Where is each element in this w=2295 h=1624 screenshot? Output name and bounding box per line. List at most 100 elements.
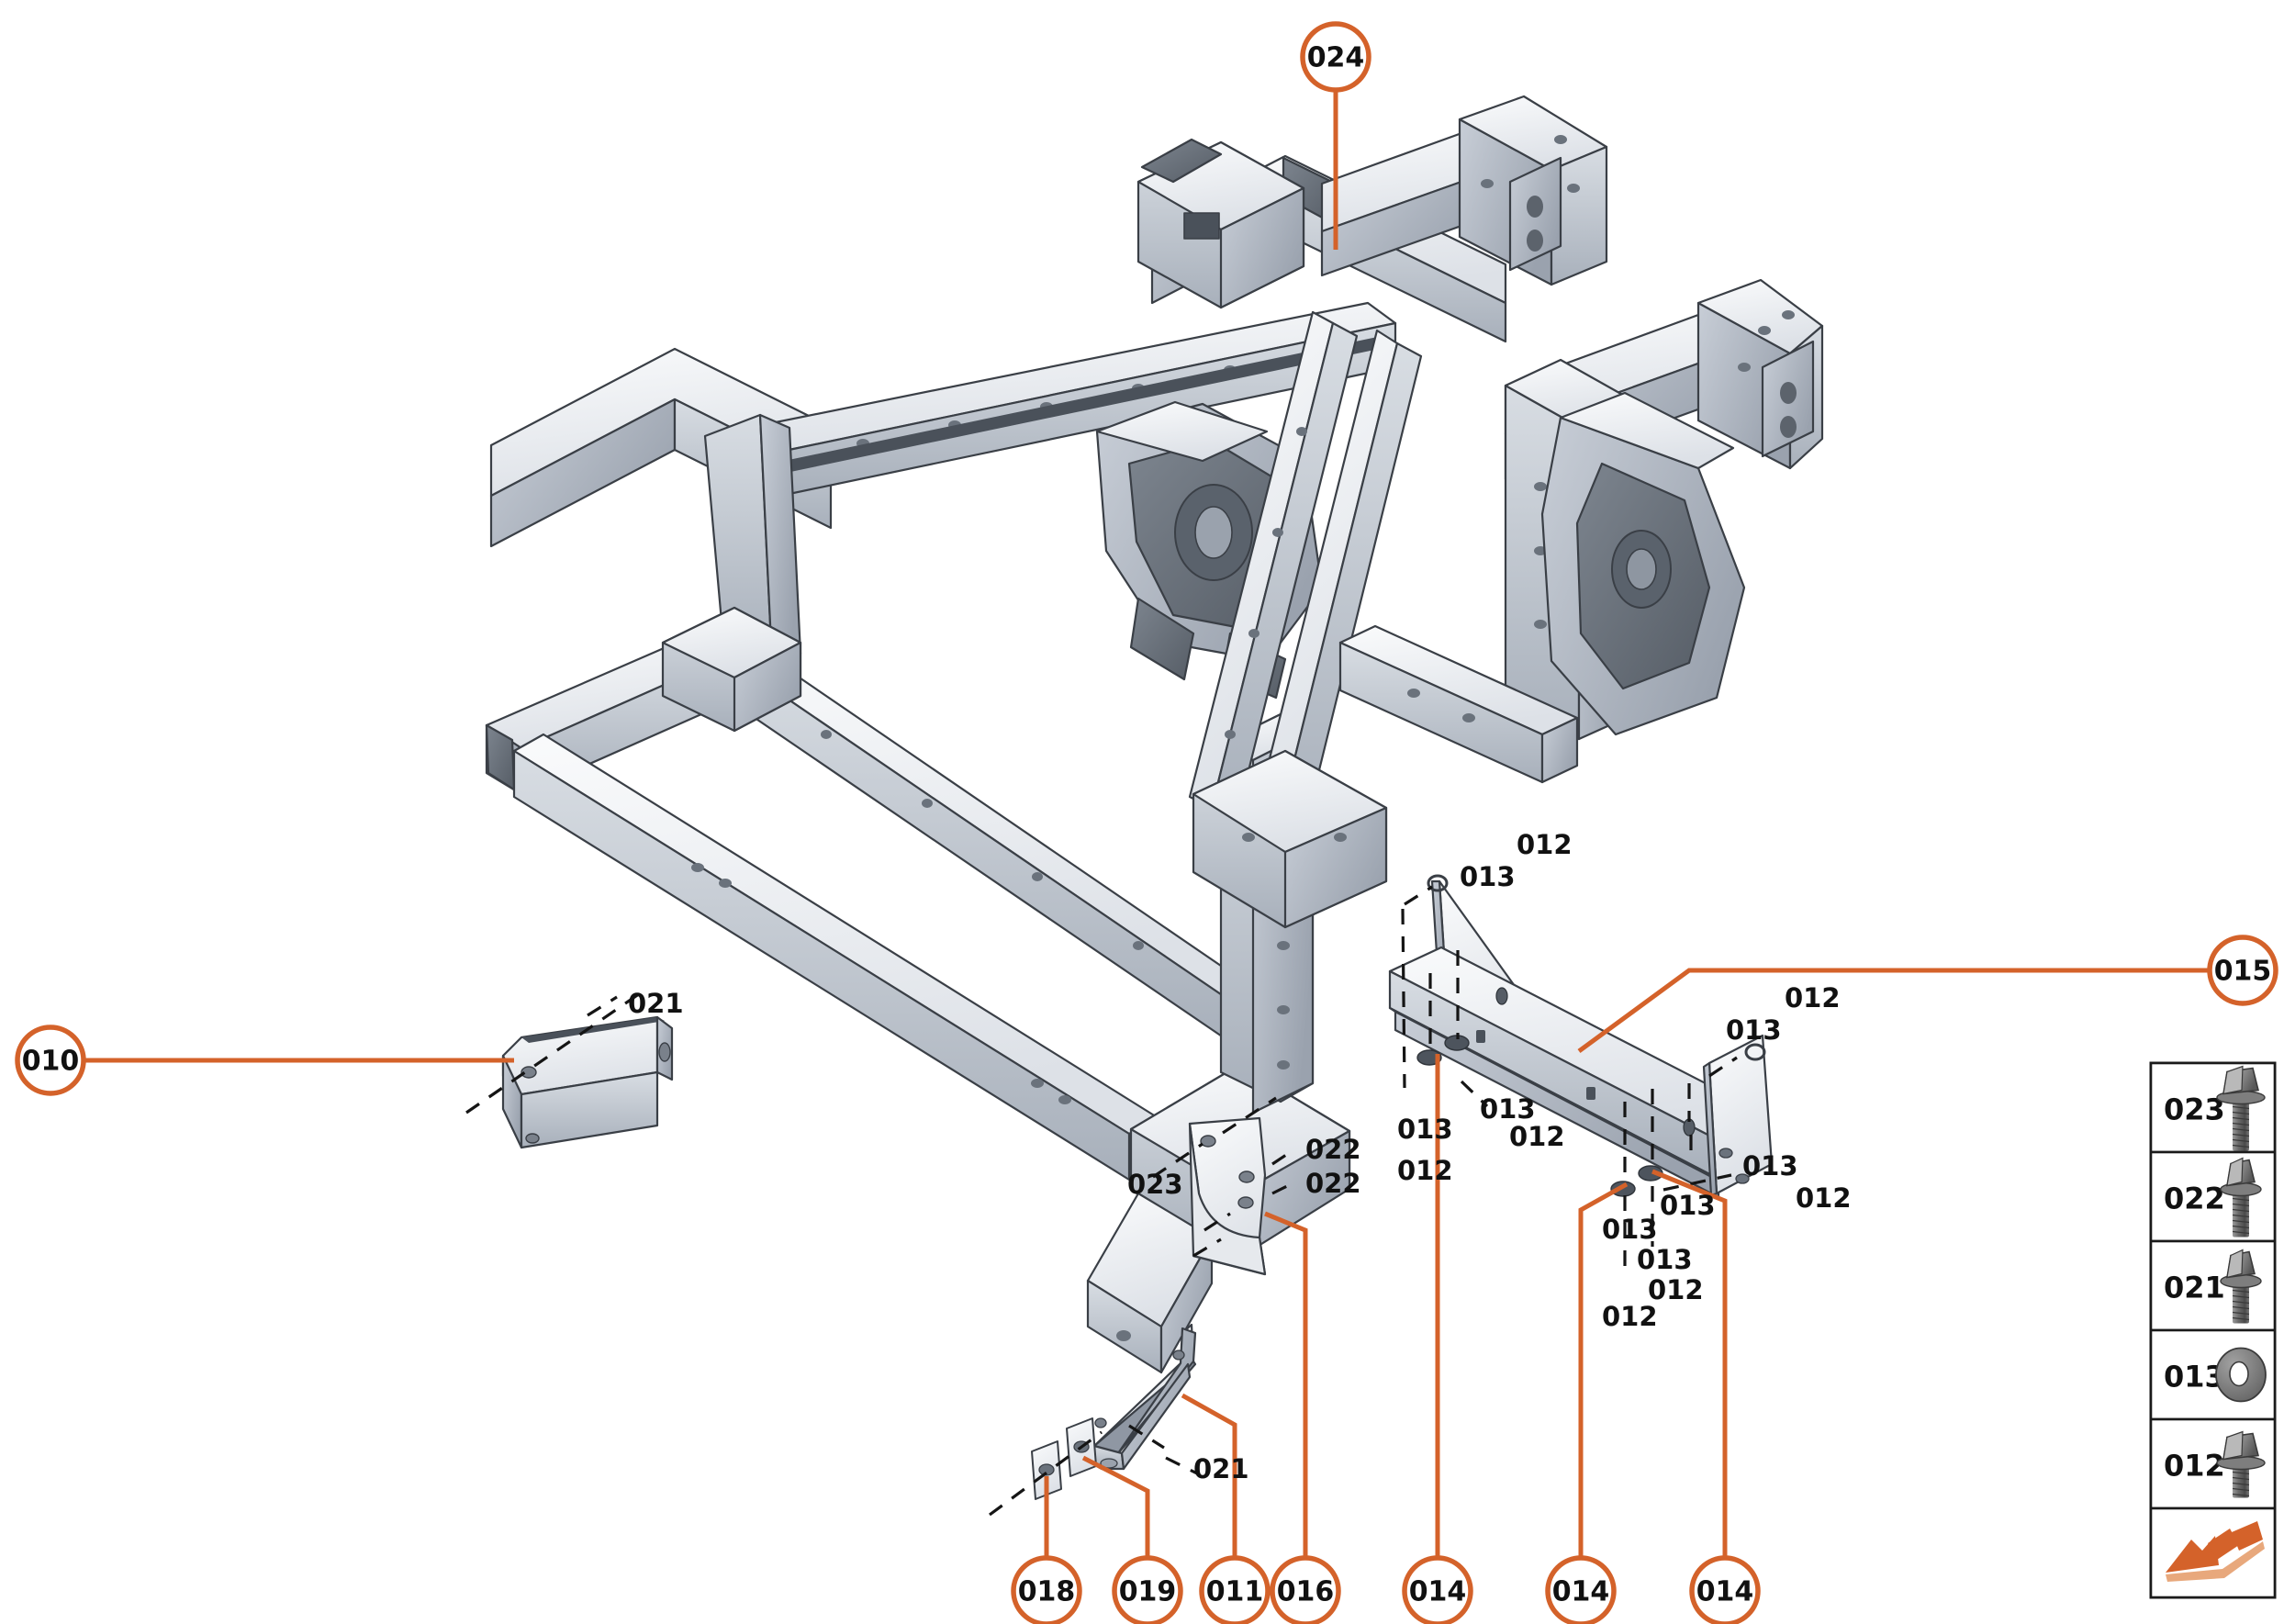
leader-015 — [1577, 968, 2210, 1054]
callout-label: 015 — [2214, 956, 2272, 988]
bolt-thread — [2232, 1493, 2250, 1497]
callout-018-c018[interactable]: 018 — [1011, 1555, 1082, 1624]
bolt-thread — [2232, 1214, 2250, 1218]
ref-label-013-r013e: 013 — [1742, 1150, 1798, 1182]
callout-019-c019[interactable]: 019 — [1112, 1555, 1183, 1624]
legend-row-012[interactable]: 012 — [2149, 1417, 2277, 1510]
legend-rows-group: 023 022 021 013 012 — [2149, 1061, 2277, 1599]
ref-label-013-r013h: 013 — [1637, 1244, 1693, 1275]
logo-arrow — [2166, 1536, 2219, 1573]
legend-row-021[interactable]: 021 — [2149, 1239, 2277, 1332]
callout-014-c014c[interactable]: 014 — [1689, 1555, 1761, 1624]
ref-label-013-r013d: 013 — [1480, 1093, 1536, 1125]
bolt-thread — [2232, 1316, 2250, 1321]
washer-icon — [2215, 1347, 2267, 1403]
end-plate-top-right — [1508, 156, 1562, 272]
bolt-thread — [2232, 1133, 2250, 1137]
part-016-gusset-plate — [1188, 1116, 1267, 1276]
callout-circle[interactable] — [1300, 21, 1371, 93]
legend-row-013[interactable]: 013 — [2149, 1328, 2277, 1421]
outrigger-left — [703, 413, 802, 665]
callout-016-c016[interactable]: 016 — [1270, 1555, 1341, 1624]
ref-label-012-r012f: 012 — [1648, 1274, 1704, 1305]
callout-circle[interactable] — [1270, 1555, 1341, 1624]
bolt-thread — [2232, 1230, 2250, 1235]
bolt-thread — [2232, 1219, 2250, 1224]
callout-leader-lines — [84, 90, 2210, 1558]
legend-row-label: 021 — [2164, 1271, 2225, 1305]
callout-circle[interactable] — [1545, 1555, 1617, 1624]
bolt-thread — [2232, 1225, 2250, 1229]
bolt-thread — [2232, 1122, 2250, 1126]
legend-row-label: 022 — [2164, 1182, 2225, 1216]
bolt-thread — [2232, 1144, 2250, 1148]
rail-bottom-right-stub — [1086, 1192, 1214, 1374]
ref-label-012-r012c: 012 — [1397, 1155, 1453, 1186]
bolt-shaft — [2233, 1189, 2249, 1238]
logo-blade-1 — [2208, 1529, 2239, 1560]
rail-right-lower — [1338, 624, 1579, 784]
callout-label: 014 — [1696, 1576, 1754, 1608]
node-lower-right — [1192, 749, 1388, 929]
part-010-bracket — [501, 1015, 674, 1149]
ref-label-013-r013c: 013 — [1397, 1114, 1453, 1145]
bolt-thread — [2232, 1311, 2250, 1316]
ref-label-022-r022b: 022 — [1305, 1168, 1361, 1199]
legend-row-label: 012 — [2164, 1449, 2225, 1484]
callout-014-c014a[interactable]: 014 — [1402, 1555, 1473, 1624]
ref-label-012-r012a: 012 — [1517, 829, 1573, 860]
callout-015-c015[interactable]: 015 — [2207, 935, 2278, 1006]
bolt-thread — [2232, 1208, 2250, 1213]
bolt-thread — [2232, 1289, 2250, 1294]
bolt-thread — [2232, 1111, 2250, 1115]
bolt-thread — [2232, 1305, 2250, 1310]
bolt-thread — [2232, 1138, 2250, 1143]
bolt-thread — [2232, 1197, 2250, 1202]
ref-label-021-r021a: 021 — [628, 988, 684, 1019]
leader-014b — [1578, 1182, 1629, 1558]
bolt-thread — [2232, 1116, 2250, 1121]
callout-label: 019 — [1119, 1576, 1177, 1608]
bolt-head-facet — [2222, 1065, 2244, 1095]
ref-label-022-r022a: 022 — [1305, 1134, 1361, 1165]
bolt-thread — [2232, 1476, 2250, 1481]
callout-circle[interactable] — [2207, 935, 2278, 1006]
ref-label-012-r012b: 012 — [1785, 982, 1841, 1014]
callout-label: 010 — [22, 1046, 80, 1078]
legend-row-label: 023 — [2164, 1092, 2225, 1127]
bolt-head-facet — [2222, 1430, 2244, 1461]
callout-024-c024[interactable]: 024 — [1300, 21, 1371, 93]
node-centre-top — [1136, 138, 1305, 309]
callout-010-c010[interactable]: 010 — [15, 1025, 86, 1096]
brand-arrow-logo-icon — [2166, 1521, 2265, 1582]
callout-circle[interactable] — [1689, 1555, 1761, 1624]
callout-label: 018 — [1018, 1576, 1076, 1608]
assembly-dashed-lines — [465, 885, 1738, 1517]
legend-row-logo[interactable] — [2149, 1506, 2277, 1599]
callout-circle[interactable] — [1011, 1555, 1082, 1624]
part-018-plate — [1031, 1440, 1062, 1500]
ref-label-013-r013b: 013 — [1726, 1014, 1782, 1046]
bolt-thread — [2232, 1300, 2250, 1305]
flange-bolt-stub-icon — [2216, 1430, 2266, 1498]
brace-right-diagonal — [1188, 310, 1359, 824]
bolt-thread — [2232, 1294, 2250, 1299]
callout-circle[interactable] — [1402, 1555, 1473, 1624]
leader-016 — [1264, 1211, 1308, 1558]
callout-circle[interactable] — [1112, 1555, 1183, 1624]
part-011-angle-bracket — [1092, 1323, 1197, 1471]
legend-row-cell — [2149, 1150, 2277, 1243]
bolt-thread — [2232, 1482, 2250, 1486]
callout-label: 016 — [1277, 1576, 1335, 1608]
bolt-thread — [2232, 1203, 2250, 1207]
callout-circle[interactable] — [15, 1025, 86, 1096]
bolt-head-facet — [2226, 1157, 2244, 1187]
callout-014-c014b[interactable]: 014 — [1545, 1555, 1617, 1624]
callout-circle[interactable] — [1199, 1555, 1271, 1624]
legend-row-023[interactable]: 023 — [2149, 1061, 2277, 1154]
leader-014c — [1651, 1169, 1728, 1558]
callout-011-c011[interactable]: 011 — [1199, 1555, 1271, 1624]
legend-row-022[interactable]: 022 — [2149, 1150, 2277, 1243]
leader-019 — [1081, 1455, 1150, 1558]
